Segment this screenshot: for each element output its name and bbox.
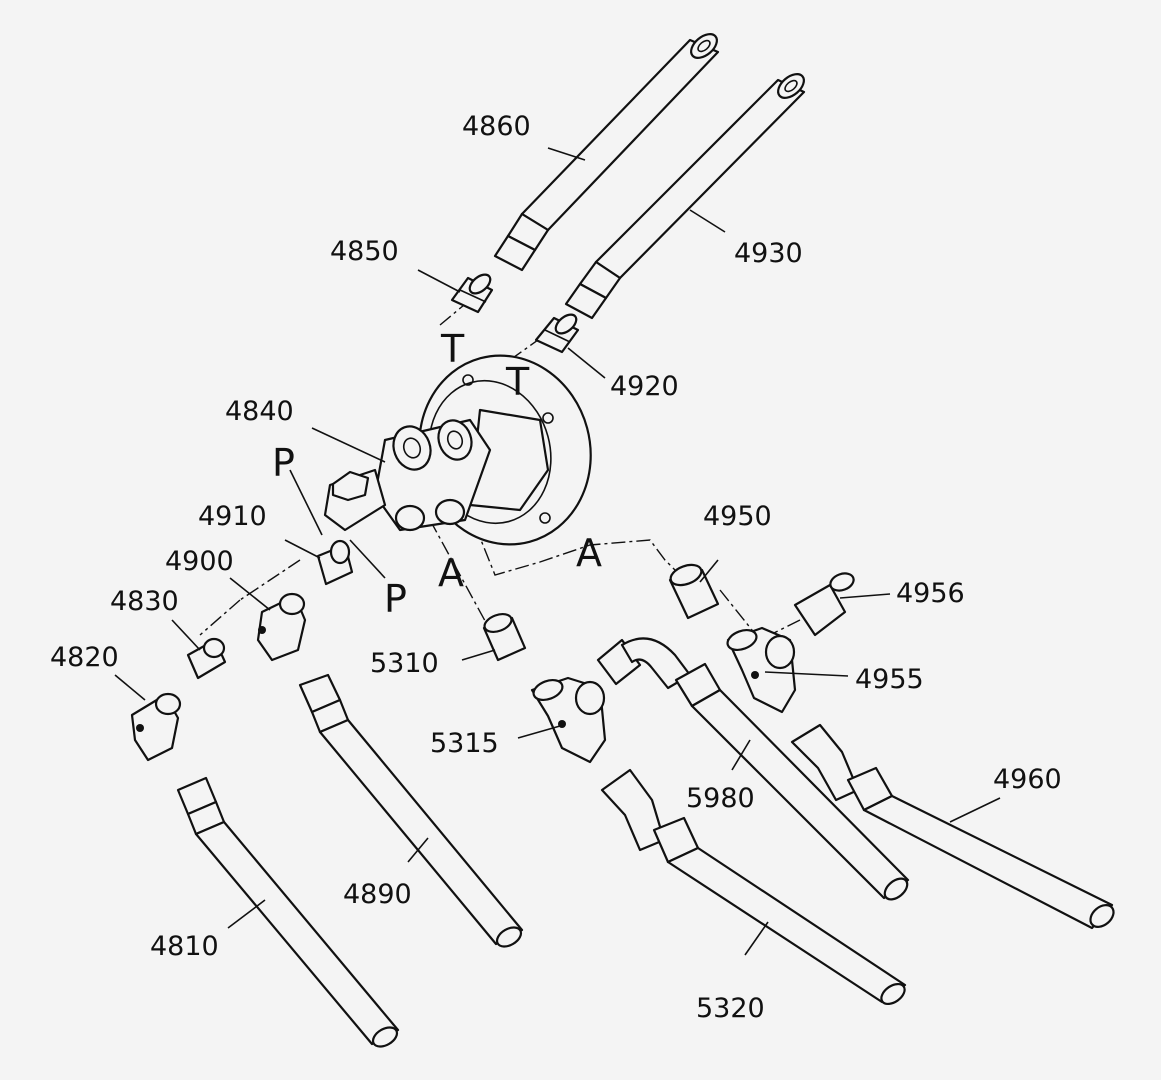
label-4850: 4850 [330, 236, 399, 267]
port-label-a-right: A [576, 531, 602, 575]
label-4890: 4890 [343, 879, 412, 910]
label-4920: 4920 [610, 371, 679, 402]
label-4820: 4820 [50, 642, 119, 673]
label-5315: 5315 [430, 728, 499, 759]
hose-5320 [600, 768, 907, 1006]
label-5980: 5980 [686, 783, 755, 814]
label-4910: 4910 [198, 501, 267, 532]
fitting-4900 [256, 592, 307, 662]
label-5320: 5320 [696, 993, 765, 1024]
port-label-p-lower: P [384, 577, 407, 621]
port-label-p-upper: P [272, 441, 295, 485]
fitting-4910 [316, 539, 354, 586]
center-lines [199, 299, 801, 641]
fitting-4956 [793, 572, 855, 637]
label-4950: 4950 [703, 501, 772, 532]
valve-block-4840 [323, 418, 492, 532]
label-4956: 4956 [896, 578, 965, 609]
tee-5315 [530, 676, 607, 764]
port-label-t-lower: T [505, 360, 530, 404]
port-labels: T T P P A A [272, 327, 602, 621]
port-label-a-left: A [438, 551, 464, 595]
fitting-4950 [668, 563, 720, 620]
leader-lines [114, 147, 1001, 956]
fitting-4830 [186, 637, 227, 680]
hose-4960 [790, 723, 1115, 930]
label-4900: 4900 [165, 546, 234, 577]
fitting-4850 [450, 273, 494, 314]
hose-4860 [493, 33, 720, 272]
hose-4930 [564, 73, 806, 320]
label-5310: 5310 [370, 648, 439, 679]
fitting-4820 [130, 692, 182, 762]
label-4960: 4960 [993, 764, 1062, 795]
tee-4955 [726, 626, 797, 714]
label-4830: 4830 [110, 586, 179, 617]
label-4810: 4810 [150, 931, 219, 962]
hose-5980 [596, 637, 910, 901]
label-4840: 4840 [225, 396, 294, 427]
hose-4890 [298, 673, 524, 948]
label-4930: 4930 [734, 238, 803, 269]
port-label-t-upper: T [440, 327, 465, 371]
fitting-4920 [534, 313, 580, 354]
part-number-labels: 4860 4930 4850 4920 4840 4910 4900 4830 … [50, 111, 1062, 1024]
label-4860: 4860 [462, 111, 531, 142]
label-4955: 4955 [855, 664, 924, 695]
hose-4810 [176, 776, 400, 1048]
